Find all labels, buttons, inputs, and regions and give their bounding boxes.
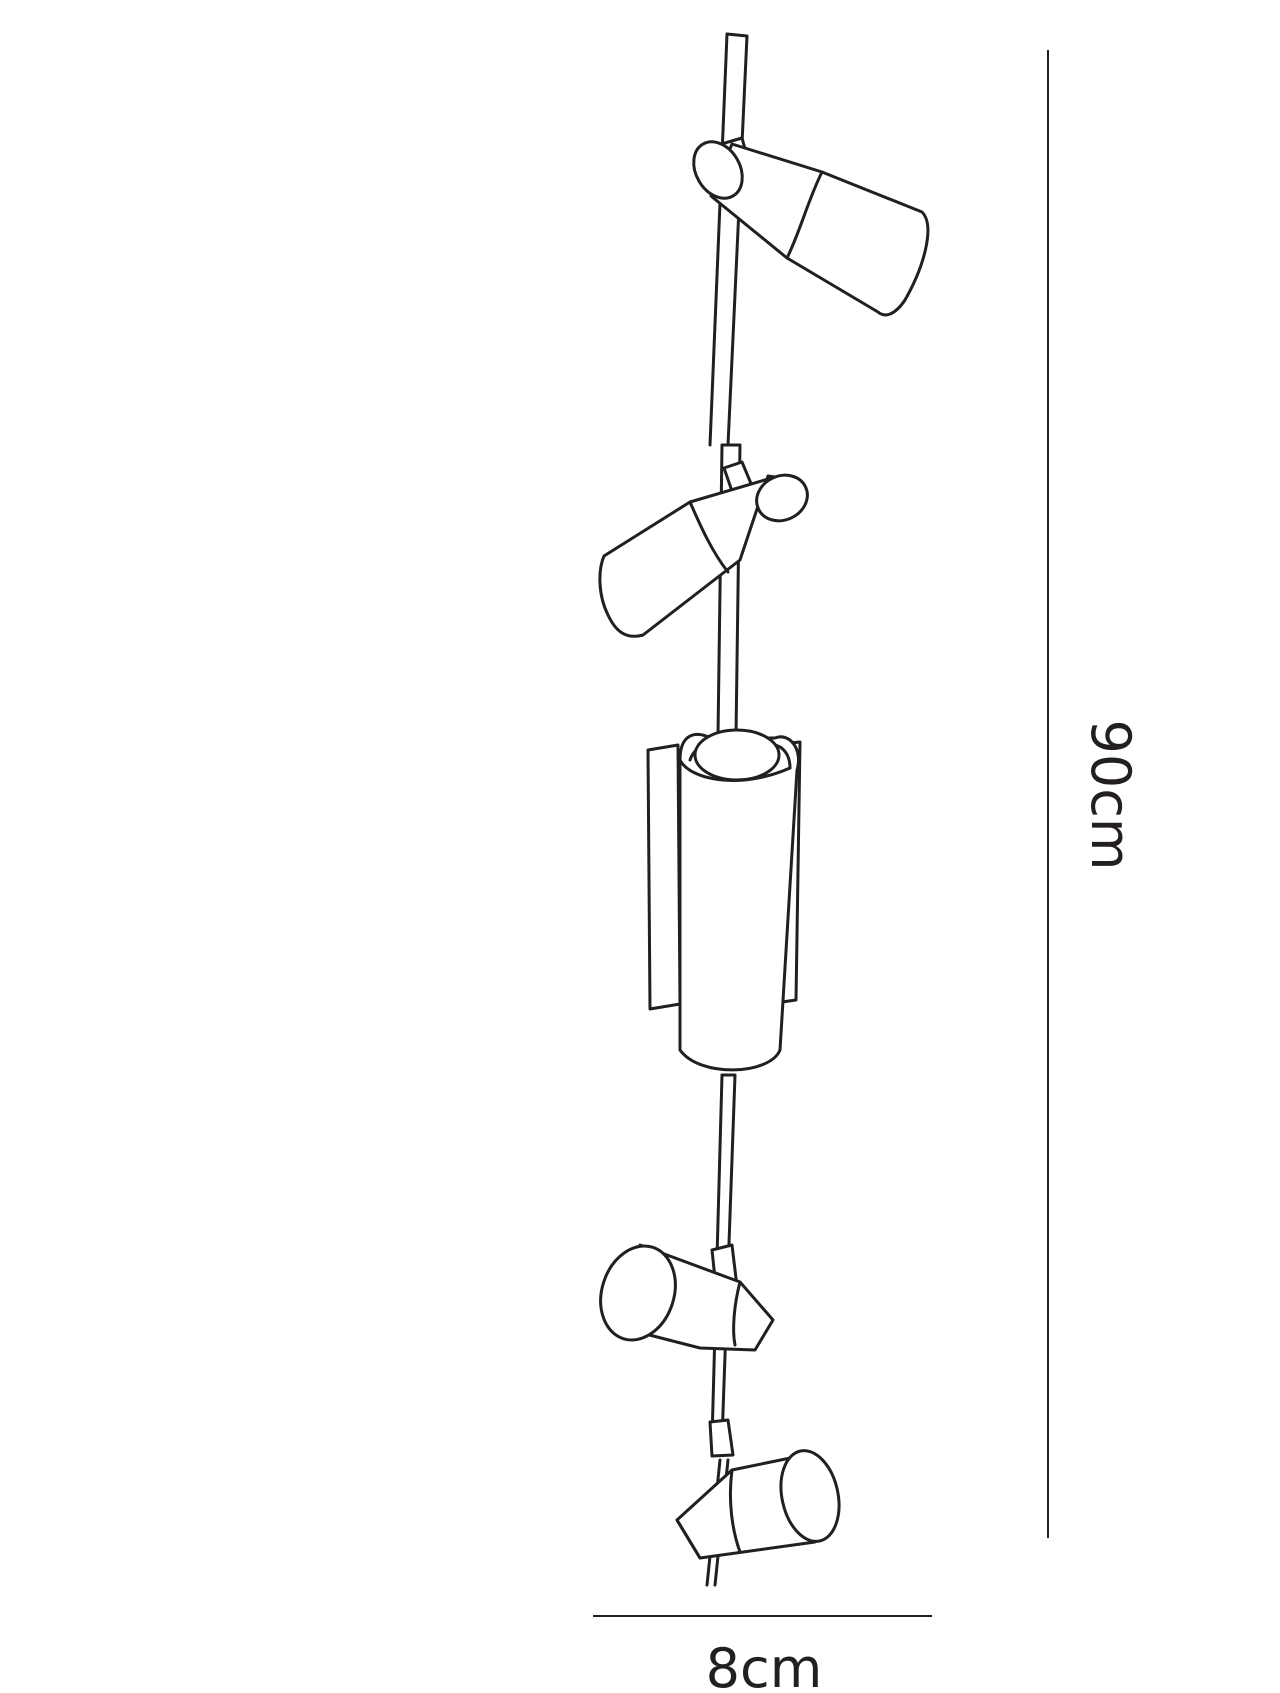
width-dimension-label: 8cm [706,1637,823,1693]
spotlight-4 [675,1418,841,1560]
spotlight-3 [599,1243,775,1352]
central-housing [646,728,802,1072]
spotlight-1 [692,136,930,317]
height-dimension-label: 90cm [1079,719,1142,870]
spotlight-2 [598,460,809,638]
top-bar-rod [708,32,749,447]
